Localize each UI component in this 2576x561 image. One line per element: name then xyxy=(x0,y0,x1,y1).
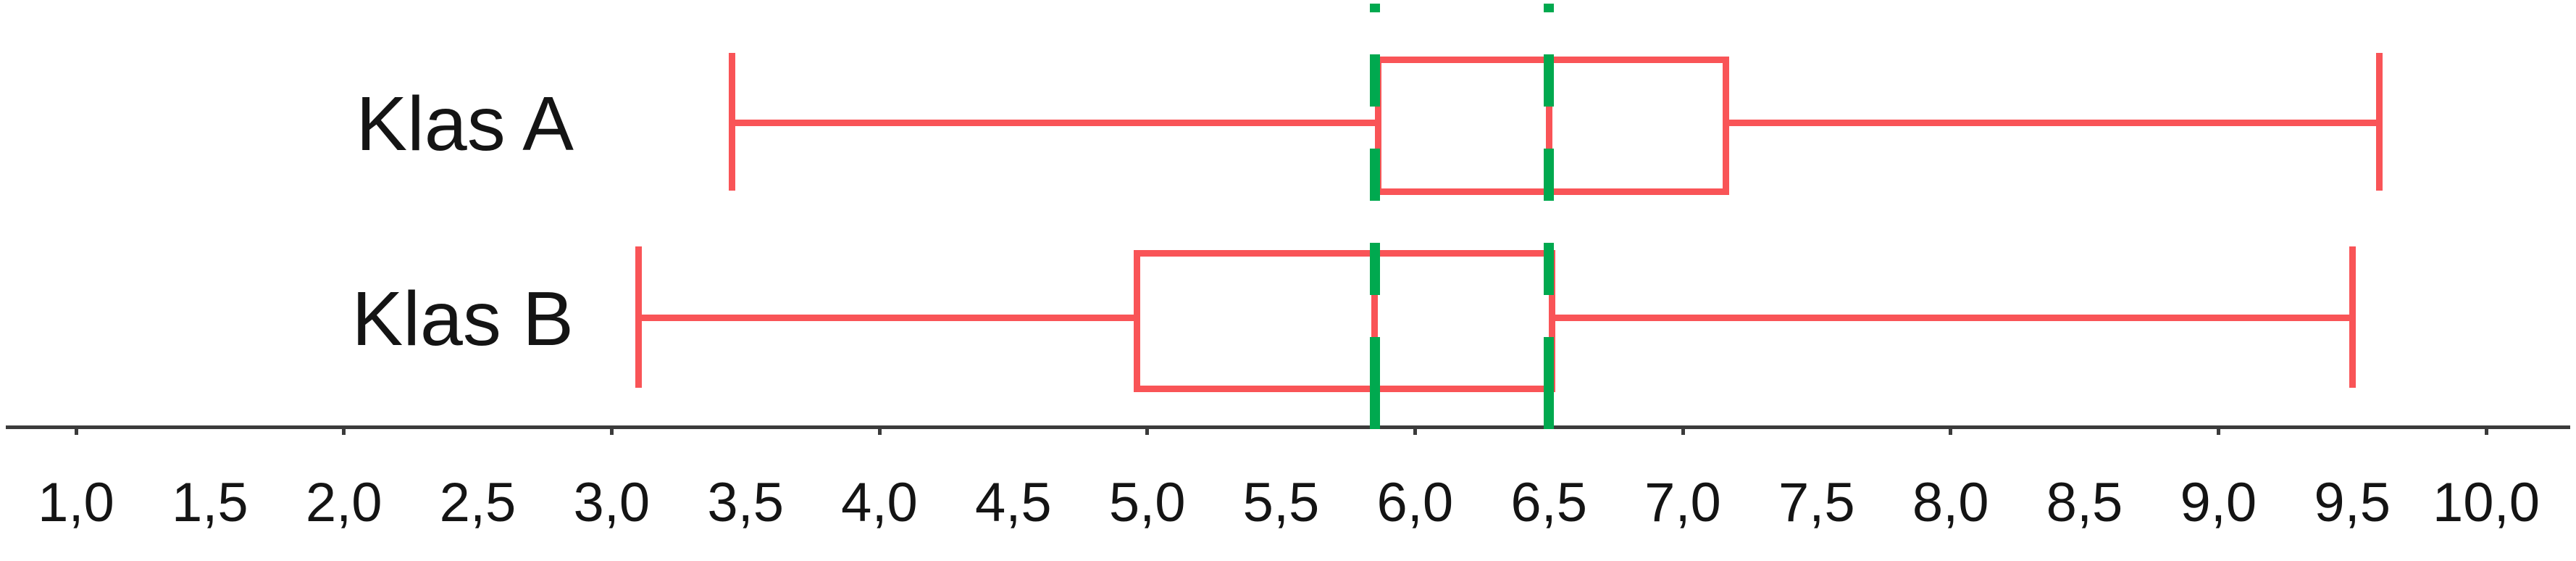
klas-a-left-whisker-line xyxy=(732,119,1375,126)
x-axis-line xyxy=(6,425,2570,429)
klas-a-min-whisker-cap xyxy=(729,53,736,191)
klas-b-max-whisker-cap xyxy=(2349,246,2356,388)
x-axis-tick-label: 4,0 xyxy=(841,472,918,533)
klas-b-box xyxy=(1134,250,1556,392)
klas-a-max-whisker-cap xyxy=(2375,53,2383,191)
x-axis-tick-label: 8,5 xyxy=(2046,472,2123,533)
x-axis-tick-label: 1,5 xyxy=(172,472,248,533)
klas-b-min-whisker-cap xyxy=(635,246,642,388)
x-axis-tick-label: 6,5 xyxy=(1510,472,1587,533)
series-label-klas-a: Klas A xyxy=(356,81,574,167)
x-axis-tick xyxy=(1145,429,1150,435)
x-axis-tick-label: 7,0 xyxy=(1644,472,1721,533)
x-axis-tick-label: 1,0 xyxy=(38,472,114,533)
klas-b-left-whisker-line xyxy=(638,315,1134,321)
x-axis-tick-label: 6,0 xyxy=(1376,472,1454,533)
x-axis-tick xyxy=(877,429,882,435)
x-axis-tick xyxy=(342,429,346,435)
klas-b-right-whisker-line xyxy=(1549,315,2353,321)
x-axis-tick xyxy=(2216,429,2220,435)
guide-line-2 xyxy=(1544,4,1555,429)
x-axis-tick-label: 5,0 xyxy=(1108,472,1186,533)
series-label-klas-b: Klas B xyxy=(351,276,574,362)
x-axis-tick-label: 3,5 xyxy=(707,472,784,533)
guide-line-1 xyxy=(1369,4,1380,429)
x-axis-tick-label: 9,0 xyxy=(2180,472,2257,533)
x-axis-tick-label: 2,0 xyxy=(305,472,382,533)
x-axis-tick xyxy=(74,429,78,435)
x-axis-tick-label: 7,5 xyxy=(1778,472,1855,533)
x-axis-tick xyxy=(1413,429,1417,435)
x-axis-tick-label: 10,0 xyxy=(2433,472,2540,533)
x-axis-tick-label: 2,5 xyxy=(439,472,517,533)
x-axis-tick xyxy=(1681,429,1685,435)
x-axis-tick xyxy=(609,429,614,435)
x-axis-tick-label: 9,5 xyxy=(2314,472,2391,533)
x-axis-tick xyxy=(1949,429,1953,435)
x-axis-tick-label: 4,5 xyxy=(975,472,1052,533)
klas-a-right-whisker-line xyxy=(1723,119,2380,126)
x-axis-tick-label: 3,0 xyxy=(573,472,651,533)
x-axis-tick xyxy=(2484,429,2488,435)
x-axis-tick-label: 8,0 xyxy=(1912,472,1989,533)
x-axis-tick-label: 5,5 xyxy=(1242,472,1320,533)
